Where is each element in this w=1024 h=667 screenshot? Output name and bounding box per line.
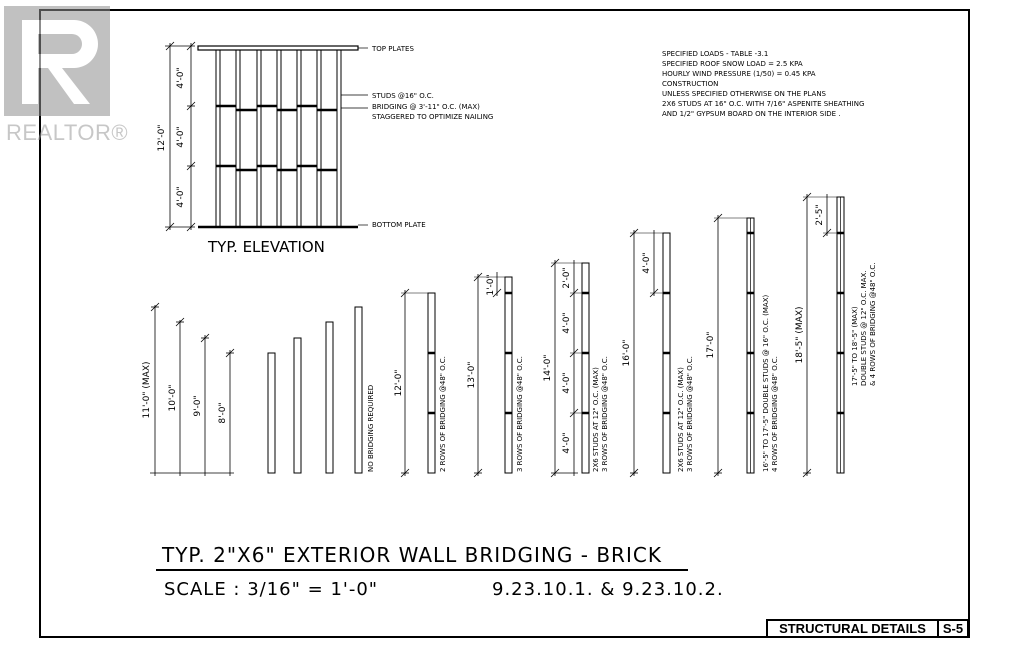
note-2: SPECIFIED ROOF SNOW LOAD = 2.5 KPA — [662, 60, 803, 68]
scale-label: SCALE : 3/16" = 1'-0" — [164, 579, 378, 600]
w14-seg1: 2'-0" — [562, 267, 572, 288]
code-reference: 9.23.10.1. & 9.23.10.2. — [492, 579, 724, 600]
general-notes: SPECIFIED LOADS - TABLE -3.1 SPECIFIED R… — [662, 50, 864, 118]
w12-note: 2 ROWS OF BRIDGING @48" O.C. — [439, 356, 447, 472]
realtor-logo-watermark: REALTOR® — [4, 6, 128, 145]
w14-note2: 3 ROWS OF BRIDGING @48" O.C. — [601, 356, 609, 472]
w16-note2: 3 ROWS OF BRIDGING @48" O.C. — [686, 356, 694, 472]
title-block: STRUCTURAL DETAILS S-5 — [766, 619, 969, 638]
w17-note2: 4 ROWS OF BRIDGING @48" O.C. — [771, 356, 779, 472]
wall-sections — [150, 192, 845, 478]
note-1: SPECIFIED LOADS - TABLE -3.1 — [662, 50, 768, 58]
dim-12ft: 12'-0" — [394, 369, 404, 396]
note-6: 2X6 STUDS AT 16" O.C. WITH 7/16" ASPENIT… — [662, 100, 864, 108]
bridging-rows — [216, 104, 337, 172]
no-bridging-note: NO BRIDGING REQUIRED — [367, 385, 375, 472]
bridging-label: BRIDGING @ 3'-11" O.C. (MAX) — [372, 103, 480, 111]
dim-11ft: 11'-0" (MAX) — [142, 361, 152, 418]
elevation-dimensions — [165, 41, 196, 232]
elevation-seg3-dim: 4'-0" — [176, 186, 186, 207]
wall-10ft — [325, 321, 334, 474]
studs-label: STUDS @16" O.C. — [372, 92, 434, 100]
w18-note1: 17'-5" TO 18'-5" (MAX) — [851, 306, 859, 386]
elevation-title: TYP. ELEVATION — [207, 238, 325, 256]
wall-9ft — [293, 337, 302, 474]
w16-note1: 2X6 STUDS AT 12" O.C. (MAX) — [677, 367, 685, 472]
dim-16ft: 16'-0" — [622, 339, 632, 366]
dim-17ft: 17'-0" — [706, 331, 716, 358]
studs — [215, 50, 342, 227]
note-3: HOURLY WIND PRESSURE (1/50) = 0.45 KPA — [662, 70, 816, 78]
elevation-overall-dim: 12'-0" — [157, 124, 167, 151]
w13-top-dim: 1'-0" — [486, 274, 496, 295]
dim-18ft: 18'-5" (MAX) — [795, 306, 805, 363]
wall-8ft — [267, 352, 276, 474]
dim-8ft: 8'-0" — [218, 402, 228, 423]
w14-seg3: 4'-0" — [562, 372, 572, 393]
dim-13ft: 13'-0" — [467, 361, 477, 388]
wall-13ft — [504, 276, 513, 474]
w14-seg4: 4'-0" — [562, 432, 572, 453]
dim-14ft: 14'-0" — [543, 354, 553, 381]
wall-11ft — [354, 306, 363, 474]
dim-10ft: 10'-0" — [168, 384, 178, 411]
staggered-label: STAGGERED TO OPTIMIZE NAILING — [372, 113, 493, 121]
w18-note2: DOUBLE STUDS @ 12" O.C. MAX. — [860, 271, 868, 387]
note-4: CONSTRUCTION — [662, 80, 718, 88]
w18-top-dim: 2'-5" — [815, 204, 825, 225]
w17-note1: 16'-5" TO 17'-5" DOUBLE STUDS @ 16" O.C.… — [762, 294, 770, 472]
note-5: UNLESS SPECIFIED OTHERWISE ON THE PLANS — [662, 90, 827, 98]
elevation-seg2-dim: 4'-0" — [176, 126, 186, 147]
typical-elevation — [165, 41, 368, 232]
top-plates-label: TOP PLATES — [371, 45, 414, 53]
sheet-number: S-5 — [942, 620, 964, 636]
realtor-text: REALTOR® — [6, 120, 129, 145]
note-7: AND 1/2" GYPSUM BOARD ON THE INTERIOR SI… — [662, 110, 841, 118]
elevation-leaders — [341, 47, 368, 226]
elevation-seg1-dim: 4'-0" — [176, 67, 186, 88]
w16-top-dim: 4'-0" — [642, 252, 652, 273]
w14-seg2: 4'-0" — [562, 312, 572, 333]
dim-9ft: 9'-0" — [193, 395, 203, 416]
top-plates-shape — [197, 45, 359, 51]
bottom-plate-label: BOTTOM PLATE — [372, 221, 426, 229]
drawing-heading: TYP. 2"X6" EXTERIOR WALL BRIDGING - BRIC… — [161, 543, 662, 567]
w13-note: 3 ROWS OF BRIDGING @48" O.C. — [516, 356, 524, 472]
title-block-title: STRUCTURAL DETAILS — [768, 621, 939, 636]
wall-14ft — [581, 262, 590, 474]
realtor-r-icon — [4, 6, 110, 116]
w18-note3: & 4 ROWS OF BRIDGING @48" O.C. — [869, 263, 877, 387]
wall-12ft — [427, 292, 436, 474]
sheet-border — [39, 9, 970, 638]
w14-note1: 2X6 STUDS AT 12" O.C. (MAX) — [592, 367, 600, 472]
